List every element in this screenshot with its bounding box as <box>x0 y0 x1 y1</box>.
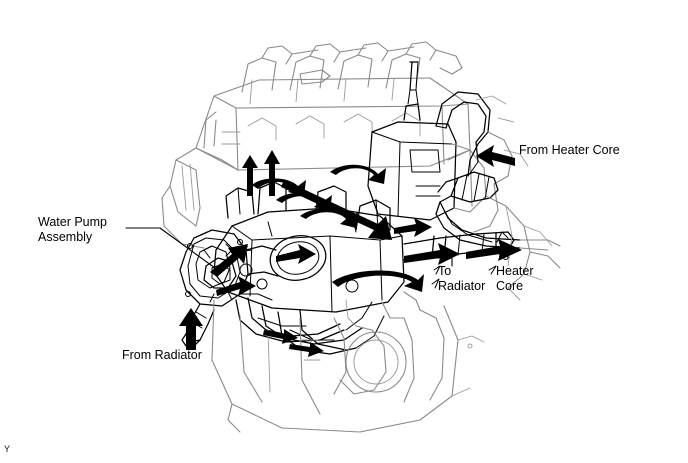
leader-tick-to-radiator-1 <box>433 265 441 275</box>
swirl-arrow-3 <box>300 208 358 228</box>
pump-outlet-arrow <box>216 276 256 296</box>
lower-block-group <box>211 291 485 433</box>
leader-tick-to-heater-1 <box>491 249 499 255</box>
heater-inlet-fitting <box>435 171 499 215</box>
cylinder-head-flow-up-left-arrow <box>242 155 258 196</box>
leader-water-pump-diagonal <box>159 227 216 269</box>
thermostat-port-arrow <box>276 244 316 264</box>
accessory-bracket-group <box>367 61 487 221</box>
label-from-radiator: From Radiator <box>122 348 202 362</box>
hose-loop-arrow-2 <box>289 342 324 357</box>
right-block-detail <box>485 195 561 301</box>
page-code-marker: Y <box>4 444 11 454</box>
swirl-arrow-4 <box>330 164 386 184</box>
leader-lines <box>125 227 509 289</box>
from-heater-core-arrow <box>476 145 515 167</box>
leader-to-radiator <box>435 257 453 267</box>
swirl-arrow-1 <box>252 178 306 196</box>
leader-tick-to-heater-3 <box>496 231 509 243</box>
label-from-heater-core: From Heater Core <box>519 143 620 157</box>
block-return-flow-arrow <box>404 243 460 265</box>
leader-tick-to-heater-2 <box>488 265 497 275</box>
label-water-pump-assembly: Water Pump Assembly <box>38 215 108 244</box>
lower-curved-flow-arrow <box>332 270 424 292</box>
ignition-coil-group <box>241 41 463 93</box>
misc-right-detail <box>475 95 515 123</box>
cylinder-head-flow-up-right-arrow <box>264 150 280 196</box>
right-side-small-arrow <box>394 218 432 237</box>
label-to-heater-core: To Heater Core <box>496 249 534 293</box>
water-pump-discharge-arrow <box>210 244 248 277</box>
to-heater-core-arrow <box>466 239 522 261</box>
hose-loop-arrow-1 <box>263 329 298 344</box>
swirl-arrow-2 <box>276 192 332 211</box>
leader-tick-to-radiator-2 <box>431 278 440 289</box>
label-to-radiator: To Radiator <box>438 264 486 293</box>
heater-pipe-loop-group <box>435 91 529 233</box>
from-radiator-arrow <box>179 308 203 350</box>
cylinder-head-cover-group <box>195 77 471 171</box>
